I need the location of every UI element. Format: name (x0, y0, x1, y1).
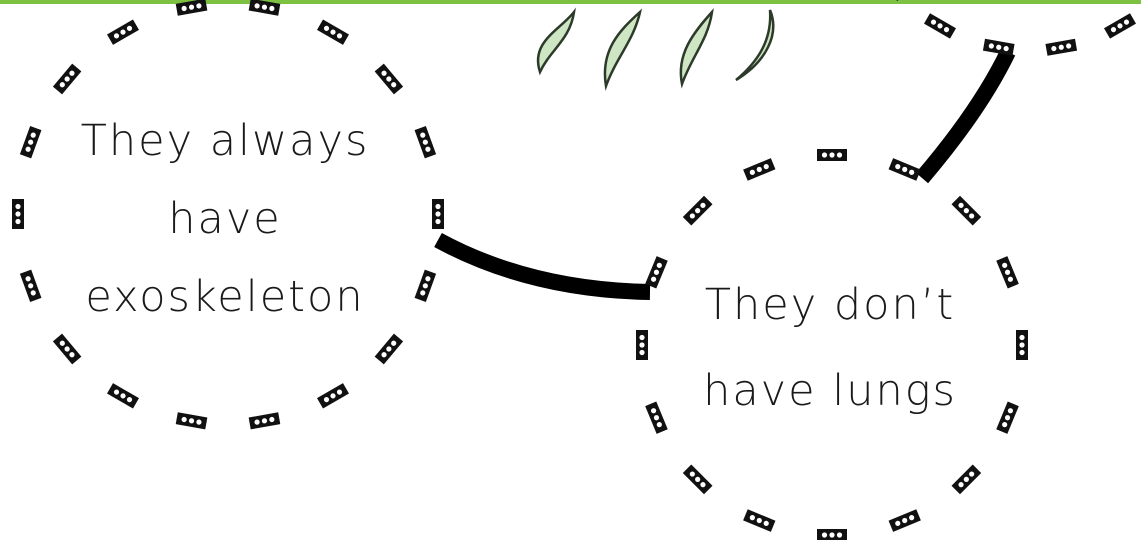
bubble-right-dash (889, 158, 921, 181)
bubble-right-line-1: They don’t (670, 262, 990, 348)
bubble-left-dash (53, 334, 81, 365)
bubble-right-text: They don’t have lungs (670, 262, 990, 434)
bubble-left-dash (415, 126, 437, 158)
bubble-right-dash (952, 196, 982, 226)
leaf-4 (736, 10, 773, 80)
grass-leaves-icon (538, 10, 773, 86)
bubble-right-dash (996, 256, 1019, 288)
leaf-2 (605, 12, 640, 86)
bubble-left-dash (249, 412, 281, 429)
bubble-right-dash (817, 529, 847, 540)
bubble-right-dash (889, 509, 921, 532)
bubble-left-line-3: exoskeleton (60, 258, 390, 336)
bubble-left-dash (249, 0, 281, 16)
bubble-right-dash (996, 402, 1019, 434)
bubble-left-line-1: They always (60, 102, 390, 180)
bubble-right-dash (645, 256, 668, 288)
bubble-left-dash (12, 199, 24, 229)
leaf-3 (681, 12, 712, 84)
bubble-top-right-dash (1045, 39, 1077, 56)
bubble-right-dash (952, 465, 982, 495)
bubble-top-right-dash (1104, 13, 1136, 38)
bubble-right-dash (1016, 330, 1028, 360)
connector-right-to-top (922, 52, 1008, 178)
bubble-right-dash (683, 196, 713, 226)
bubble-right-dash (636, 330, 648, 360)
bubble-left-dash (415, 270, 437, 302)
bubble-right-line-2: have lungs (670, 348, 990, 434)
bubble-top-right-dash (878, 0, 906, 1)
bubble-right-dash (645, 402, 668, 434)
bubble-right-dash (743, 158, 775, 181)
bubble-left-dash (375, 64, 403, 95)
bubble-left-dash (176, 0, 208, 16)
bubble-left-dash (375, 334, 403, 365)
bubble-top-right-border (844, 0, 1141, 56)
bubble-left-dash (20, 126, 42, 158)
connector-left-to-right (438, 240, 650, 292)
bubble-left-dash (107, 383, 139, 408)
bubble-right-dash (683, 465, 713, 495)
bubble-left-dash (107, 19, 139, 44)
bubble-left-dash (20, 270, 42, 302)
bubble-left-text: They always have exoskeleton (60, 102, 390, 336)
bubble-right-dash (743, 509, 775, 532)
bubble-left-dash (432, 199, 444, 229)
leaf-1 (538, 12, 574, 72)
bubble-left-dash (317, 383, 349, 408)
connector-lines (438, 52, 1008, 292)
bubble-top-right-dash (924, 13, 956, 38)
bubble-left-line-2: have (60, 180, 390, 258)
bubble-left-dash (176, 412, 208, 429)
bubble-left-dash (53, 64, 81, 95)
bubble-right-dash (817, 149, 847, 161)
bubble-left-dash (317, 19, 349, 44)
bubble-top-right-dash (983, 39, 1015, 56)
